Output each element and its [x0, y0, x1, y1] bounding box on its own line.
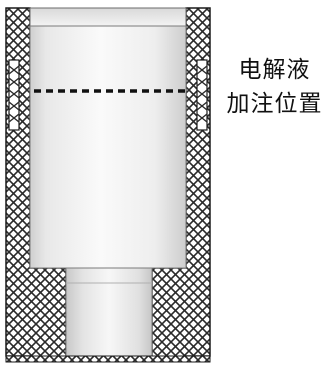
- main-cavity: [29, 25, 187, 269]
- left-seal-ring: [8, 59, 20, 131]
- right-seal-ring: [196, 59, 208, 131]
- label-line-fill-position: 加注位置: [226, 91, 323, 117]
- lower-bore: [65, 267, 153, 361]
- label-line-electrolyte: 电解液: [238, 57, 311, 83]
- base-strip: [5, 355, 211, 363]
- top-rim: [29, 7, 187, 27]
- fill-position-label: 电解液 加注位置: [216, 50, 333, 130]
